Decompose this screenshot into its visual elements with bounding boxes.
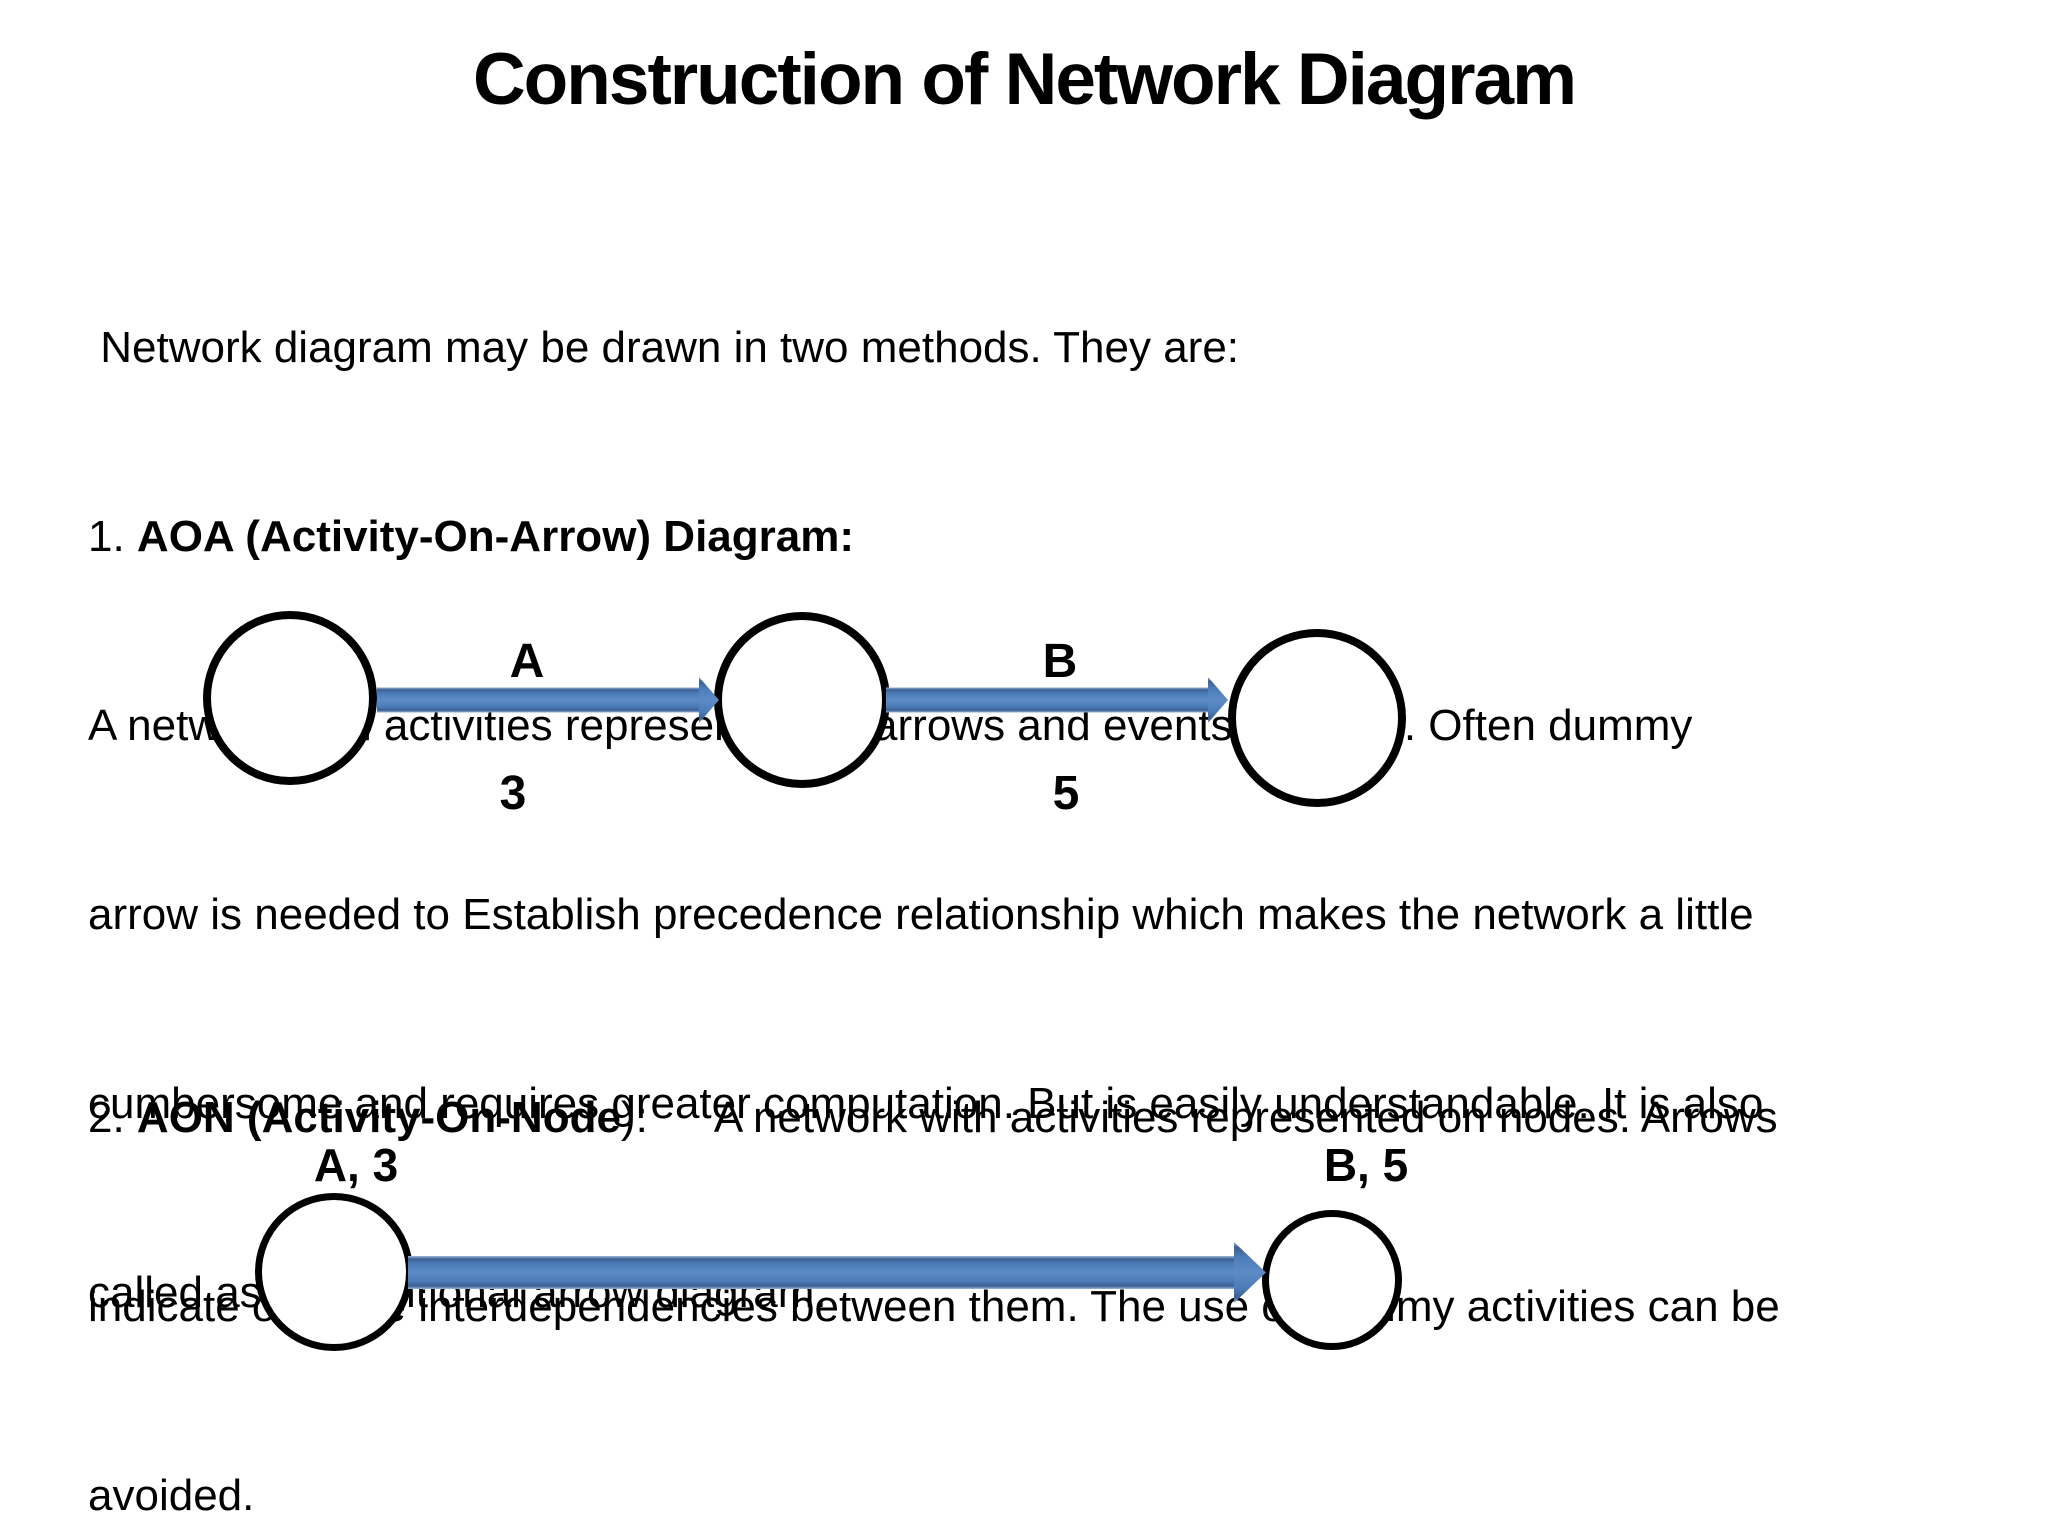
aoa-body-line-3: cumbersome and requires greater computat… (88, 1079, 1764, 1128)
aoa-event-node-3 (1228, 629, 1406, 807)
aon-paragraph: 2. AON (Activity-On-Node): A network with… (88, 960, 1780, 1536)
aoa-heading-line: 1. AOA (Activity-On-Arrow) Diagram: (88, 505, 1763, 568)
aon-heading-tail: ): (620, 1093, 648, 1142)
aon-activity-node-b (1262, 1210, 1402, 1350)
aoa-duration-label-5: 5 (1052, 767, 1080, 820)
aoa-activity-arrow-b (886, 677, 1228, 723)
aon-node-label-a3: A, 3 (313, 1139, 399, 1191)
aon-node-label-b5: B, 5 (1323, 1139, 1409, 1191)
aoa-activity-label-a: A (509, 635, 545, 688)
aoa-heading: AOA (Activity-On-Arrow) Diagram: (136, 512, 855, 561)
aon-heading: AON (Activity-On-Node (136, 1093, 621, 1142)
aon-body-line-2: indicate only the interdependencies betw… (88, 1282, 1780, 1331)
aon-activity-node-a (255, 1193, 413, 1351)
aoa-event-node-1 (203, 611, 377, 785)
aoa-event-node-2 (714, 612, 890, 788)
aon-dependency-arrow (408, 1242, 1266, 1303)
aoa-activity-arrow-a (377, 677, 719, 723)
aon-body-line-1: A network with activities represented on… (713, 1093, 1778, 1142)
slide-title: Construction of Network Diagram (472, 39, 1577, 120)
aon-body-line-3: avoided. (88, 1471, 255, 1520)
aoa-activity-label-b: B (1042, 635, 1078, 688)
aon-number: 2. (88, 1093, 137, 1142)
intro-line: Network diagram may be drawn in two meth… (88, 323, 1240, 372)
aoa-duration-label-3: 3 (499, 767, 527, 820)
aoa-body-line-2: arrow is needed to Establish precedence … (88, 890, 1754, 939)
aon-heading-line: 2. AON (Activity-On-Node): A network with… (88, 1086, 1780, 1149)
aoa-number: 1. (88, 512, 137, 561)
